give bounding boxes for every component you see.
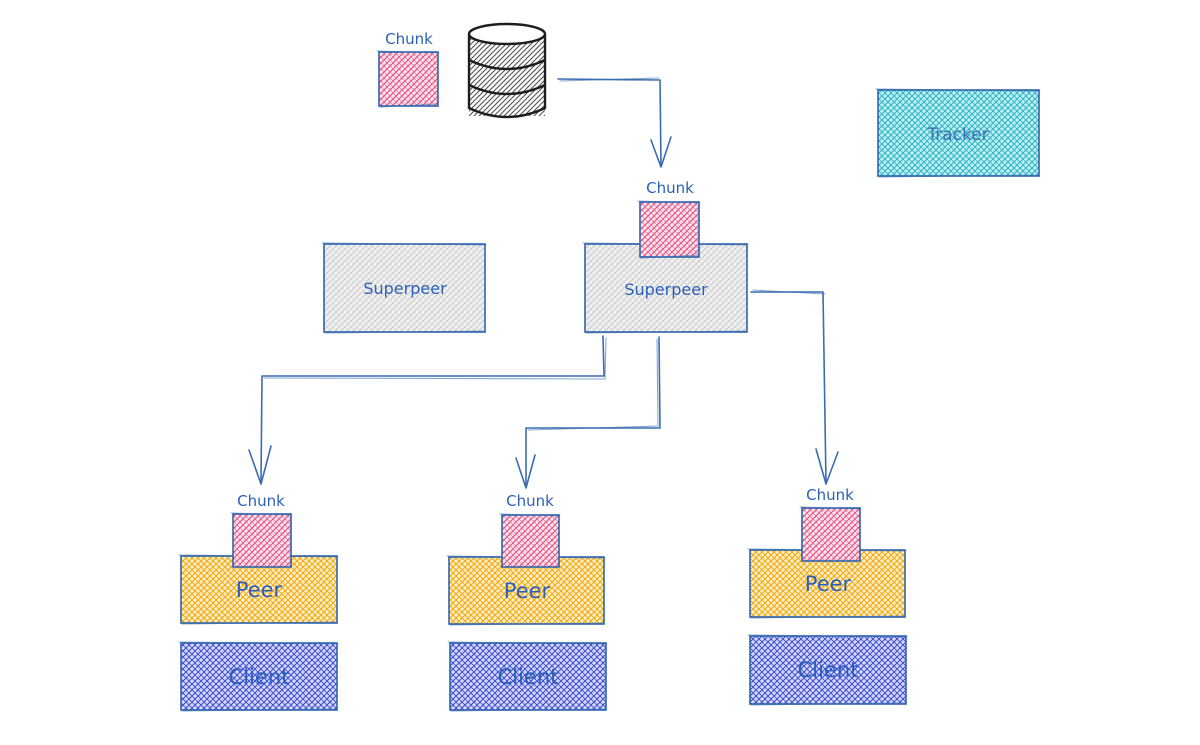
superpeer-left-box: [323, 243, 486, 333]
source-chunk-label: Chunk: [385, 30, 433, 48]
client-label-3: Client: [798, 658, 859, 682]
peer-chunk-label-3: Chunk: [806, 486, 854, 504]
database-icon: [467, 22, 547, 119]
peer-chunk-label-2: Chunk: [506, 492, 554, 510]
client-label-1: Client: [229, 665, 290, 689]
peer-chunk-2: Chunk: [499, 492, 561, 568]
peer-chunk-box-3: [801, 507, 861, 562]
tracker-box: [877, 89, 1040, 177]
peer-node-2: Peer: [446, 555, 606, 626]
peer-label-3: Peer: [805, 572, 852, 596]
peer-chunk-label-1: Chunk: [237, 492, 285, 510]
client-box-2: [449, 642, 607, 711]
edge-superpeer-to-peer-2: [515, 336, 661, 489]
client-node-3: Client: [747, 634, 908, 706]
client-box-3: [749, 635, 907, 705]
client-label-2: Client: [498, 665, 559, 689]
client-node-1: Client: [178, 641, 339, 712]
source-chunk-box: [378, 51, 439, 107]
edge-database-to-superpeer: [557, 77, 672, 168]
peer-box-2: [448, 556, 605, 625]
peer-chunk-3: Chunk: [799, 486, 862, 562]
superpeer-left: Superpeer: [321, 242, 487, 334]
superpeer-main-chunk: Chunk: [637, 179, 701, 259]
superpeer-left-label: Superpeer: [363, 279, 447, 298]
peer-chunk-box-2: [501, 514, 560, 568]
peer-label-1: Peer: [236, 578, 283, 602]
edge-superpeer-to-peer-1: [248, 335, 607, 485]
edge-superpeer-to-peer-3: [750, 289, 839, 485]
superpeer-main-label: Superpeer: [624, 280, 708, 299]
tracker-node: Tracker: [875, 88, 1041, 178]
tracker-label: Tracker: [926, 125, 988, 145]
superpeer-chunk-label: Chunk: [646, 179, 694, 197]
peer-chunk-box-1: [232, 513, 292, 568]
source-chunk-group: Chunk: [376, 30, 440, 108]
peer-label-2: Peer: [504, 579, 551, 603]
client-node-2: Client: [447, 641, 608, 712]
superpeer-chunk-box: [639, 201, 700, 258]
peer-chunk-1: Chunk: [230, 492, 293, 568]
